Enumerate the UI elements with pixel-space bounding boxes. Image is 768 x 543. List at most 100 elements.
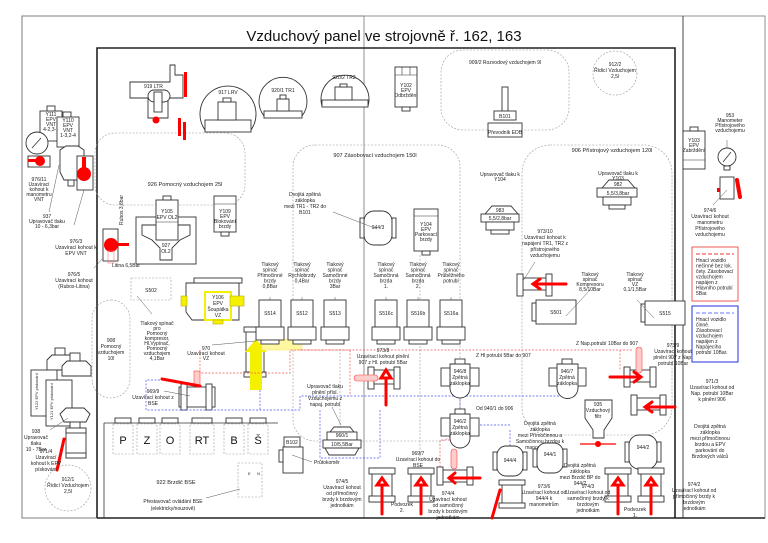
tr1-920-1[interactable]: 920/1 TR1 [258,76,308,119]
switch-s501[interactable]: S501 Tlakový spínač Kompresoru 8,5/10Bar [531,272,604,325]
reservoir-926-label: 926 Pomocný vzduchojem 25l [148,182,223,188]
svg-text:Uzavírací kohout od: Uzavírací kohout od [690,385,735,391]
svg-text:B101: B101 [499,114,511,120]
ltr-919[interactable]: 919 LTR [129,64,187,140]
svg-text:974/2: 974/2 [688,482,701,488]
valve-974-3[interactable]: 974/3 Uzavírací kohout od samočinný brzd… [566,467,632,516]
svg-text:Uzavírací kohout k: Uzavírací kohout k [55,245,97,251]
svg-text:EPV: EPV [63,123,74,129]
epv-y110[interactable]: Y110 EPV VNT 1-3,2-4 [56,111,80,148]
valve-973-10[interactable]: 973/10 Uzavírací kohout k napájení TR1, … [516,229,568,297]
check-valve-944-3[interactable]: 944/3 Dvojitá zpětná záklopka mezi TR1 -… [284,192,397,246]
valve-974-4[interactable]: 974/4 Uzavírací kohout od samočinný brzd… [407,467,468,521]
bse-button-o[interactable]: O [159,417,181,455]
svg-text:973/8: 973/8 [377,348,390,354]
check-valve-946-8[interactable]: 946/8 Zpětná záklopka Z Hl potrubí 5Bar … [440,353,531,399]
valve-969-7[interactable]: 969/7 Uzavírací kohout do BSE [396,448,482,486]
valve-971-4[interactable]: 971/4 Uzavírací kohout k EPV pískování [31,427,87,473]
svg-text:Upravovač: Upravovač [24,435,48,441]
check-valve-944-2[interactable]: 944/2 Dvojitá zpětná záklopka mezi přímo… [624,424,730,470]
epv-y109[interactable]: Y109 EPV Blokování brzdy [213,195,237,237]
regulator-982[interactable]: 982 5,5/3,8bar Upravovač tlaku k Y103 [596,171,638,210]
converter-edb[interactable]: B101 Převodník EDB [487,86,523,138]
svg-text:jednotkám: jednotkám [575,508,599,514]
svg-text:E: E [248,471,251,476]
air-filter-935[interactable]: 935 Vzduchový filtr [580,399,616,447]
svg-text:Y121 EPV pískování: Y121 EPV pískování [49,382,54,420]
bse-button-rt[interactable]: RT [189,417,215,455]
valve-976-11[interactable]: 976/11 Uzavírací kohout k manometru VNT [26,155,52,203]
valve-969-9[interactable]: 969/9 Uzavírací kohout z BSE [132,370,216,411]
svg-text:manometru: manometru [697,220,723,226]
bse-button-š[interactable]: Š [247,417,269,455]
pressure-switch-desc: Tlakový [293,262,311,268]
valve-974-6[interactable]: 974/6 Uzavírací kohout manometru Přístro… [691,176,742,238]
bse-switch[interactable]: E N [237,462,263,498]
svg-text:jednotkám: jednotkám [329,503,353,509]
lrv-917[interactable]: 917 LRV [199,85,257,133]
tr2-920-2[interactable]: 920/2 TR2 [320,74,370,108]
epv-y104[interactable]: Y104 EPV Parkovací brzdy [413,208,439,256]
valve-974-2[interactable]: 974/2 Uzavírací kohout od přímočinný brz… [637,467,716,516]
epv-y105[interactable]: Y105 EPV OL2 [155,195,179,241]
svg-text:982: 982 [614,182,623,188]
check-valve-946-2[interactable]: 946/2 Zpětná záklopka Od 940/1 do 906 [440,406,513,449]
svg-text:Převodník EDB: Převodník EDB [488,130,523,136]
svg-text:VZ: VZ [632,282,638,288]
flowmeter-b102[interactable]: B102 Průtokoměr [278,436,340,474]
valve-973-8[interactable]: 973/8 Uzavírací kohout plnění 907 z Hl. … [353,348,410,407]
svg-text:potrubí 10Bar: potrubí 10Bar [658,361,689,367]
svg-text:Brzdových válců: Brzdových válců [692,453,729,460]
bse-button-z[interactable]: Z [136,417,158,455]
pressure-switch-desc: Samočinné [322,273,347,279]
switch-s502[interactable]: S502 Tlakový spínač pro Pomocný kompreso… [130,277,174,362]
valve-970[interactable]: 970 Uzavírací kohout VZ [187,326,303,390]
svg-text:jednotkám: jednotkám [435,515,459,521]
epv-y106[interactable]: Y106 EPV Šoupátka VZ [180,277,245,325]
pressure-switch-id: S516a [444,311,459,317]
svg-text:Uzavírací: Uzavírací [28,182,50,188]
switch-s515[interactable]: S515 Tlakový spínač VZ 0,1/1,5Bar [623,272,686,326]
regulator-960-1[interactable]: 960/1 10/5,5Bar Upravovač tlaku plnění p… [307,384,362,456]
svg-text:S501: S501 [550,310,562,316]
valve-976-3[interactable]: 976/3 Uzavírací kohout k EPV VNT [55,155,97,257]
svg-text:973/9: 973/9 [667,343,680,349]
svg-text:plnění přísl.: plnění přísl. [312,390,338,396]
pressure-switch-desc: Rychlobrzdy [288,273,316,279]
svg-text:973/10: 973/10 [537,229,553,235]
epv-y103[interactable]: Y103 EPV Zabrždění [682,126,706,170]
svg-text:přímočinný brzdy k: přímočinný brzdy k [673,494,715,500]
regulator-983[interactable]: 983 5,5/2,8bar Upravovač tlaku k Y104 [480,172,520,235]
bse-button-label: O [166,435,175,447]
bogie-1-label: Podvozek 1. [624,507,646,519]
valve-976-5[interactable]: Rubos 3,8bar Litina 6,5Bar 976/5 Uzavíra… [55,195,140,290]
svg-text:k plnění 906: k plnění 906 [698,397,725,403]
svg-text:976/3: 976/3 [70,239,83,245]
bse-button-p[interactable]: P [112,417,134,455]
legend-line: Napájecího [696,345,722,351]
svg-text:manometru: manometru [26,192,52,198]
manometer-vnt [25,131,49,155]
check-valve-946-7[interactable]: 946/7 Zpětná záklopka Z Nap.potrubí 10Ba… [548,341,638,399]
valve-971-3[interactable]: 971/3 Uzavírací kohout od Nap. potrubí 1… [630,379,735,416]
svg-text:záklopka: záklopka [295,198,315,204]
valve-973-9[interactable]: 973/9 Uzavírací kohout plnění 907 z Nap.… [608,343,693,388]
epv-y111[interactable]: Y111 EPV VNT 4-2,3-1 [39,105,63,142]
check-valve-944-1[interactable]: 944/1 Dvojitá zpětná záklopka mezi Brzdi… [532,442,601,487]
svg-text:944/3: 944/3 [372,225,385,231]
pressure-switch-desc: 0,8Bar [263,284,278,290]
svg-text:960/1: 960/1 [336,433,349,439]
svg-text:10/5,5Bar: 10/5,5Bar [331,442,353,448]
bse-button-b[interactable]: B [223,417,245,455]
valve-973-6[interactable]: 973/6 Uzavírací kohout od 944/4 k manome… [490,479,566,520]
svg-text:brzdovým: brzdovým [683,500,705,506]
epv-y102[interactable]: Y102 EPV Odbrždění [394,66,418,112]
valve-974-5[interactable]: 974/5 Uzavírací kohout od přímočinný brz… [322,467,396,516]
